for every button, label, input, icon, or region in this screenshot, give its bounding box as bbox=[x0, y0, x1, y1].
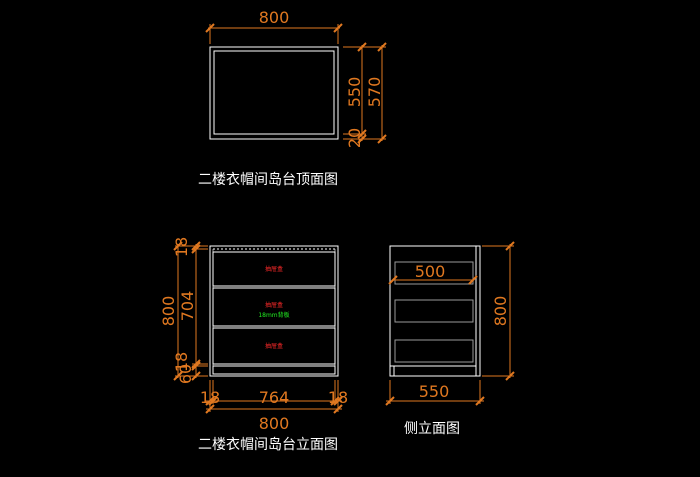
side-drawer-1 bbox=[394, 261, 474, 285]
drawer-1 bbox=[212, 251, 336, 287]
top-depth-dim: 550 bbox=[345, 77, 364, 108]
front-top-dim: 18 bbox=[172, 237, 191, 257]
side-view: 500 800 550 侧立面图 bbox=[385, 241, 515, 437]
front-inner-height-dim: 704 bbox=[178, 291, 197, 322]
front-bottom-dim-b: 60 bbox=[176, 364, 195, 384]
top-back-dim: 20 bbox=[345, 128, 364, 148]
top-total-depth-dim: 570 bbox=[365, 77, 384, 108]
side-outline bbox=[389, 245, 481, 377]
front-bottom-dim-a: 18 bbox=[172, 352, 191, 372]
top-view: 800 550 570 20 二楼衣帽间岛台顶面图 bbox=[198, 8, 387, 188]
front-view-title: 二楼衣帽间岛台立面图 bbox=[198, 437, 338, 453]
drawer-2-label: 抽屉盒 bbox=[265, 301, 283, 309]
side-drawer-2 bbox=[394, 299, 474, 323]
top-view-outer bbox=[209, 46, 339, 140]
drawer-3-label: 抽屉盒 bbox=[265, 342, 283, 350]
side-drawer-depth-dim: 500 bbox=[415, 262, 446, 281]
front-total-width-dim: 800 bbox=[259, 414, 290, 433]
side-depth-dim: 550 bbox=[419, 382, 450, 401]
front-height-dim: 800 bbox=[159, 296, 178, 327]
cabinet-outline bbox=[209, 245, 339, 377]
drawer-2-note: 18mm背板 bbox=[258, 311, 289, 319]
drawer-1-label: 抽屉盒 bbox=[265, 265, 283, 273]
top-width-dim: 800 bbox=[259, 8, 290, 27]
side-view-title: 侧立面图 bbox=[404, 421, 460, 437]
drawer-3 bbox=[212, 327, 336, 365]
front-inner-width-dim: 764 bbox=[259, 388, 290, 407]
top-view-inner bbox=[213, 50, 335, 135]
front-view: 抽屉盒 抽屉盒 18mm背板 抽屉盒 800 704 18 18 60 bbox=[159, 237, 348, 453]
drawer-2 bbox=[212, 287, 336, 327]
top-view-title: 二楼衣帽间岛台顶面图 bbox=[198, 172, 338, 188]
plinth bbox=[212, 365, 336, 375]
front-right-side-dim: 18 bbox=[328, 388, 348, 407]
side-height-dim: 800 bbox=[491, 296, 510, 327]
front-left-side-dim: 18 bbox=[200, 388, 220, 407]
side-drawer-3 bbox=[394, 339, 474, 363]
